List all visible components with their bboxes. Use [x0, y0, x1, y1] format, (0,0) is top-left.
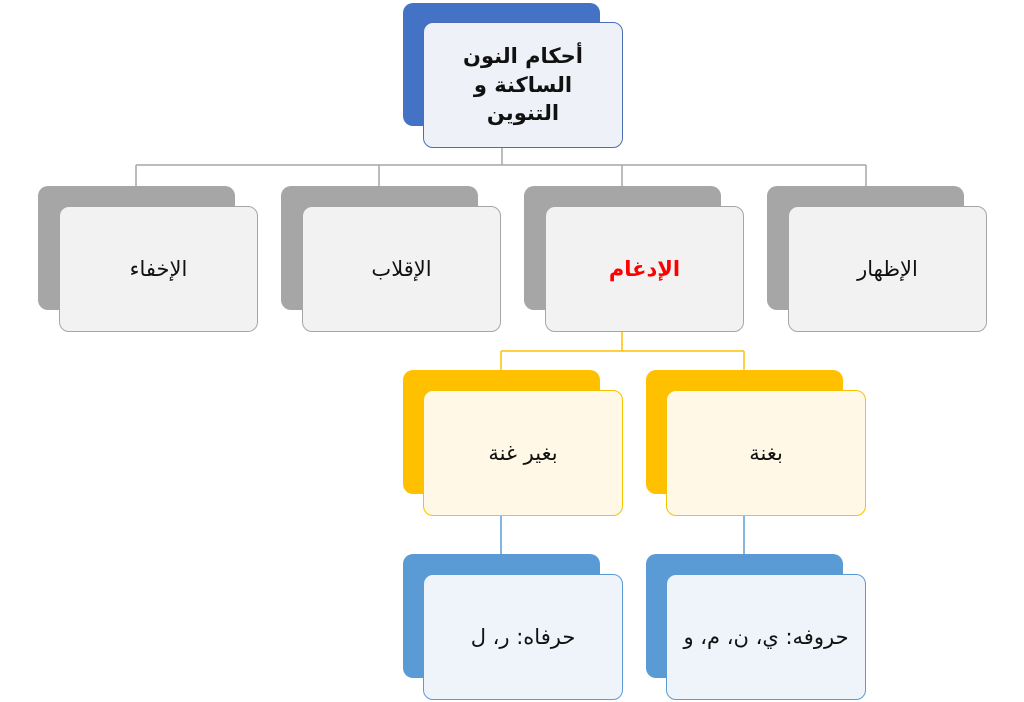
- node-ikhfa-card: الإخفاء: [59, 206, 258, 332]
- node-with-ghunna-label: بغنة: [749, 440, 783, 465]
- node-without-ghunna-label: بغير غنة: [488, 440, 558, 465]
- node-izhar-label: الإظهار: [857, 256, 918, 281]
- node-iqlab-card: الإقلاب: [302, 206, 501, 332]
- root-node-card: أحكام النون الساكنة و التنوين: [423, 22, 623, 148]
- node-ikhfa-label: الإخفاء: [129, 256, 188, 281]
- node-idgham-card: الإدغام: [545, 206, 744, 332]
- node-without-ghunna-letters-label: حرفاه: ر، ل: [470, 624, 576, 649]
- node-izhar-card: الإظهار: [788, 206, 987, 332]
- root-node-label: أحكام النون الساكنة و التنوين: [463, 44, 583, 126]
- node-idgham-label: الإدغام: [608, 256, 681, 281]
- node-without-ghunna-letters-card: حرفاه: ر، ل: [423, 574, 623, 700]
- node-with-ghunna-letters-label: حروفه: ي، ن، م، و: [683, 624, 849, 649]
- node-with-ghunna-letters-card: حروفه: ي، ن، م، و: [666, 574, 866, 700]
- node-iqlab-label: الإقلاب: [371, 256, 432, 281]
- node-with-ghunna-card: بغنة: [666, 390, 866, 516]
- node-without-ghunna-card: بغير غنة: [423, 390, 623, 516]
